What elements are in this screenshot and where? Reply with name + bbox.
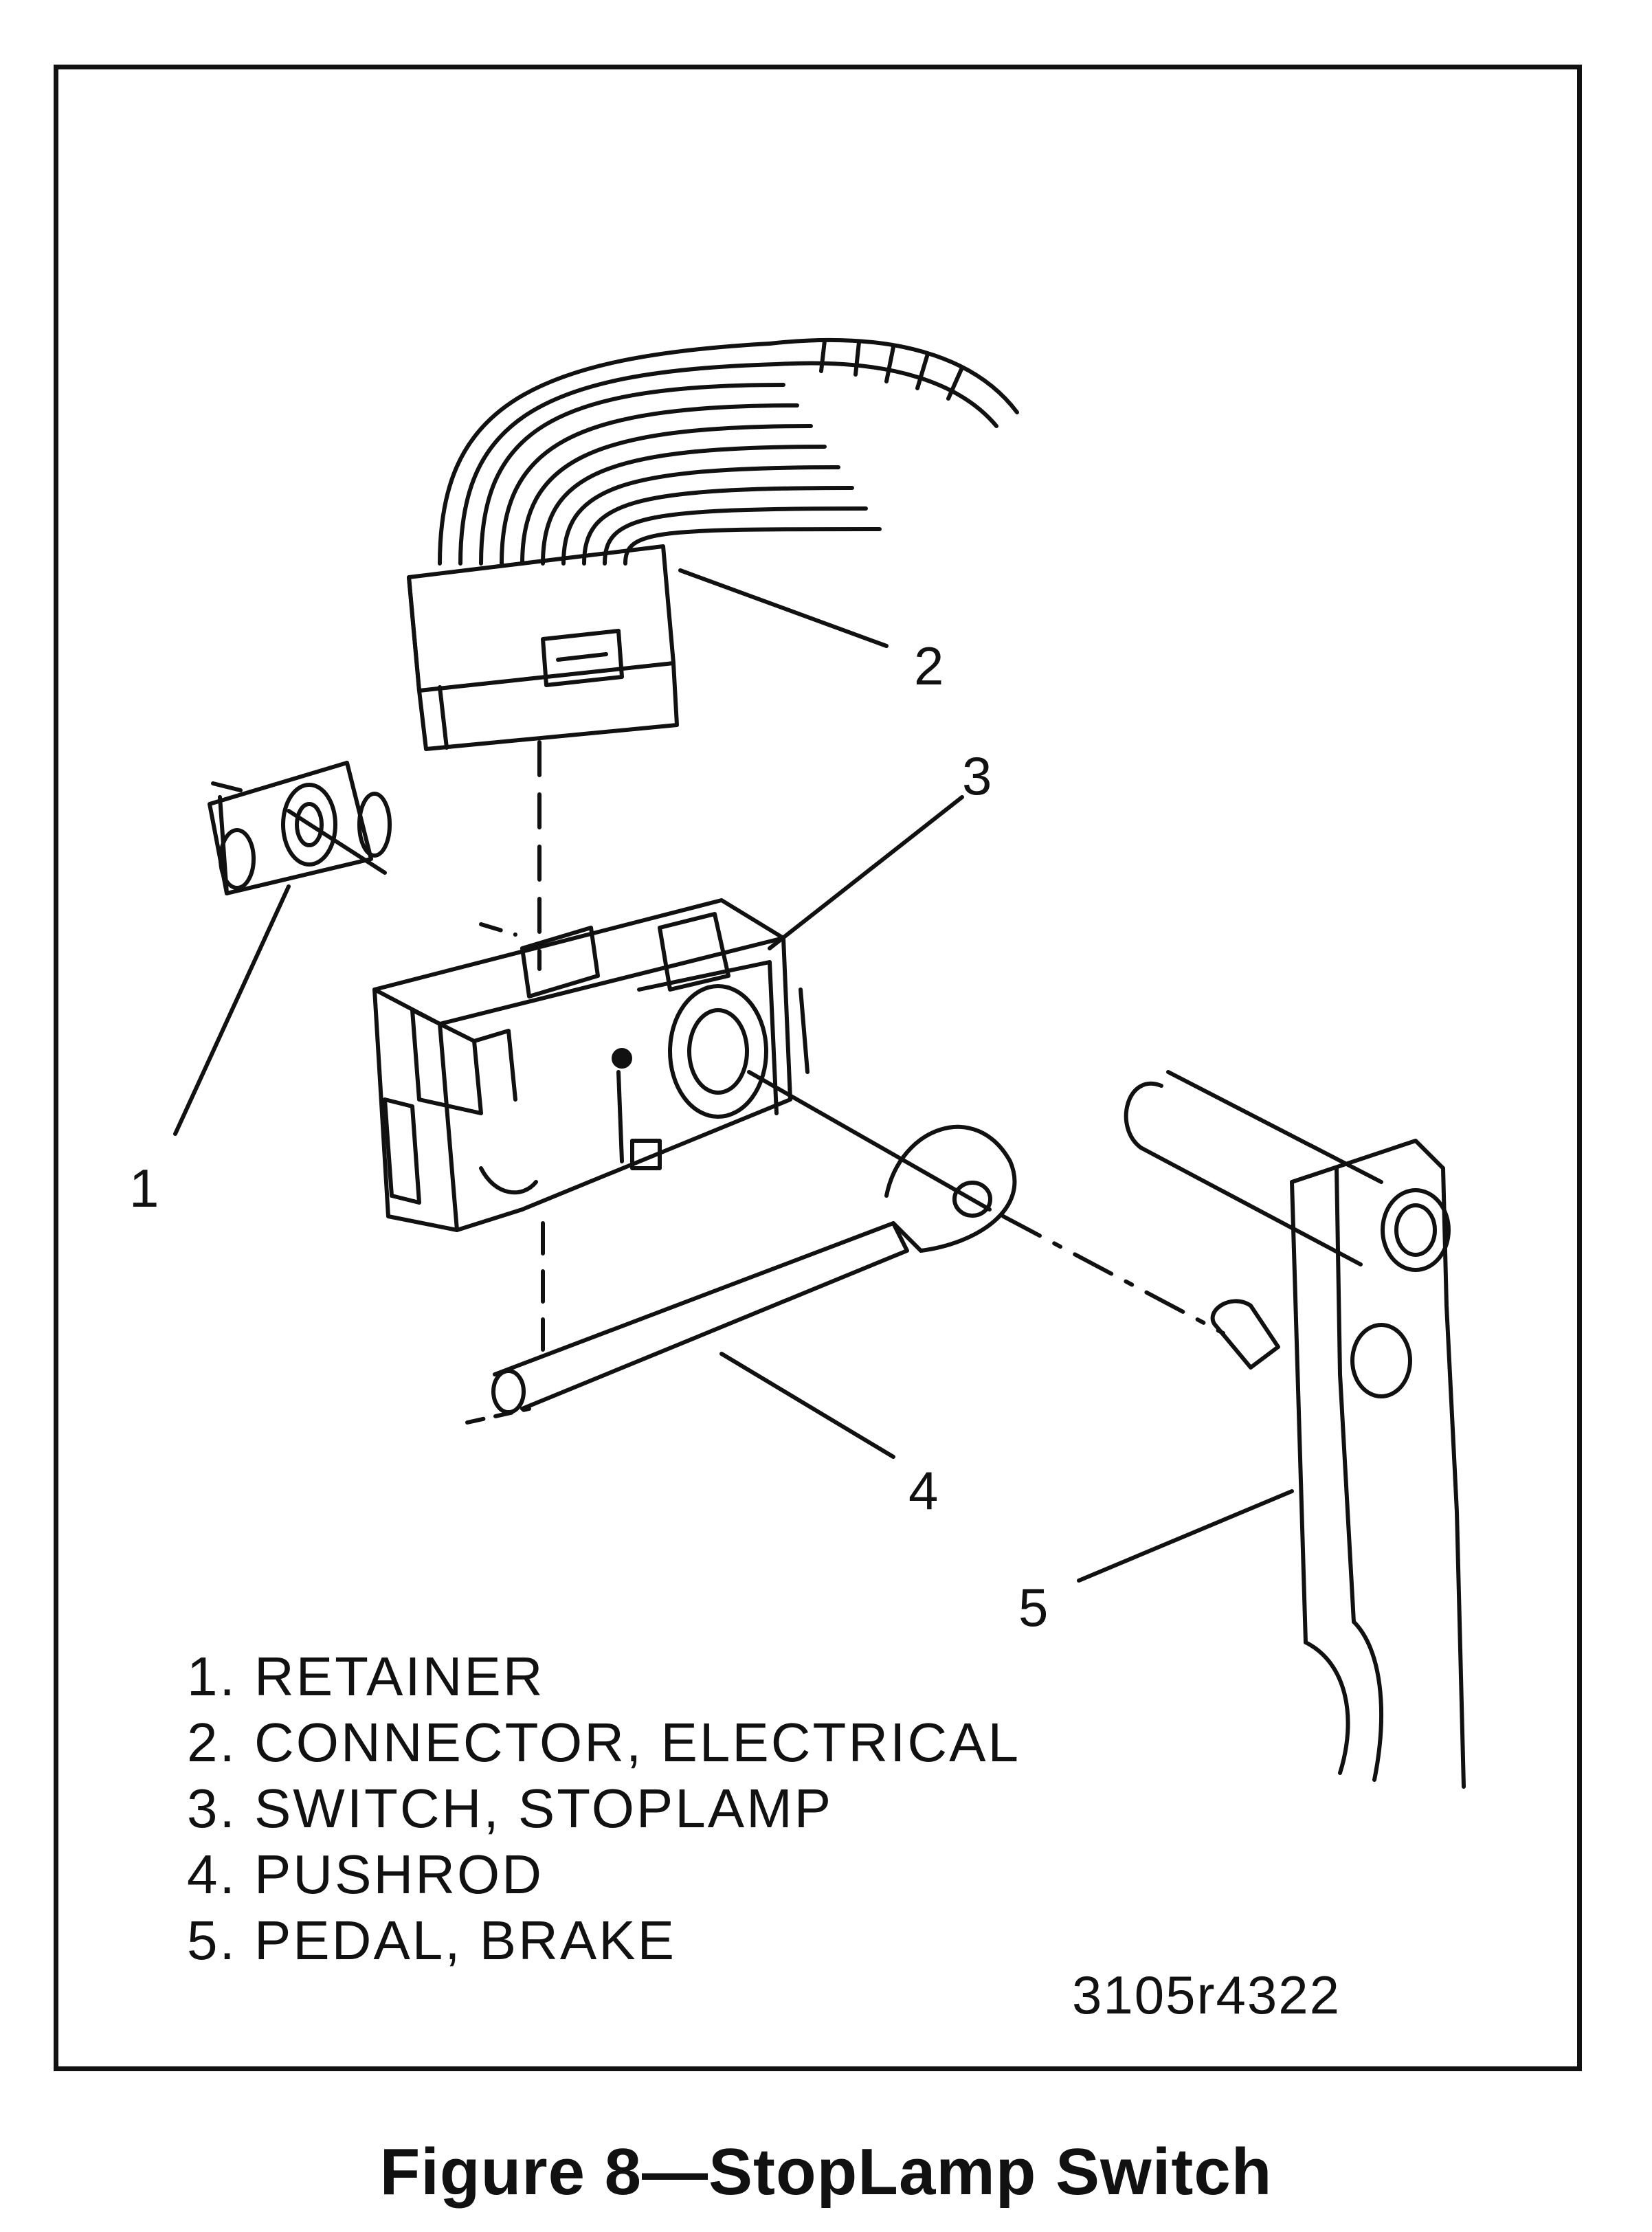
legend-item-pushrod: 4. PUSHROD [187, 1844, 544, 1905]
legend-item-connector: 2. CONNECTOR, ELECTRICAL [187, 1712, 1020, 1773]
callout-1: 1 [129, 1158, 159, 1218]
pin-alignment-line [1001, 1214, 1225, 1335]
wire-harness [438, 337, 1019, 566]
pushrod-end-mark [465, 1407, 531, 1425]
figure-frame [54, 65, 1582, 2071]
stoplamp-switch [372, 898, 810, 1232]
leader-line-4 [719, 1352, 895, 1459]
callout-4: 4 [908, 1460, 939, 1521]
pushrod-axis-line [747, 1070, 992, 1212]
leader-line-2 [678, 568, 889, 648]
leader-line-3 [768, 795, 964, 950]
brake-pedal [1124, 1070, 1466, 1789]
leader-line-5 [1077, 1489, 1294, 1583]
leader-line-1 [173, 884, 291, 1136]
callout-2: 2 [914, 636, 944, 696]
electrical-connector [407, 544, 679, 751]
legend-item-switch: 3. SWITCH, STOPLAMP [187, 1778, 834, 1839]
pushrod [491, 1124, 1017, 1414]
retainer [208, 761, 392, 895]
figure-caption: Figure 8—StopLamp Switch [379, 2135, 1273, 2209]
legend-item-pedal: 5. PEDAL, BRAKE [187, 1910, 676, 1971]
callout-5: 5 [1018, 1577, 1049, 1638]
figure-code: 3105r4322 [1072, 1965, 1341, 2025]
legend-item-retainer: 1. RETAINER [187, 1646, 545, 1707]
switch-alignment-mark [479, 922, 517, 937]
callout-3: 3 [962, 746, 992, 806]
parts-legend: 1. RETAINER 2. CONNECTOR, ELECTRICAL 3. … [187, 1644, 1020, 1974]
